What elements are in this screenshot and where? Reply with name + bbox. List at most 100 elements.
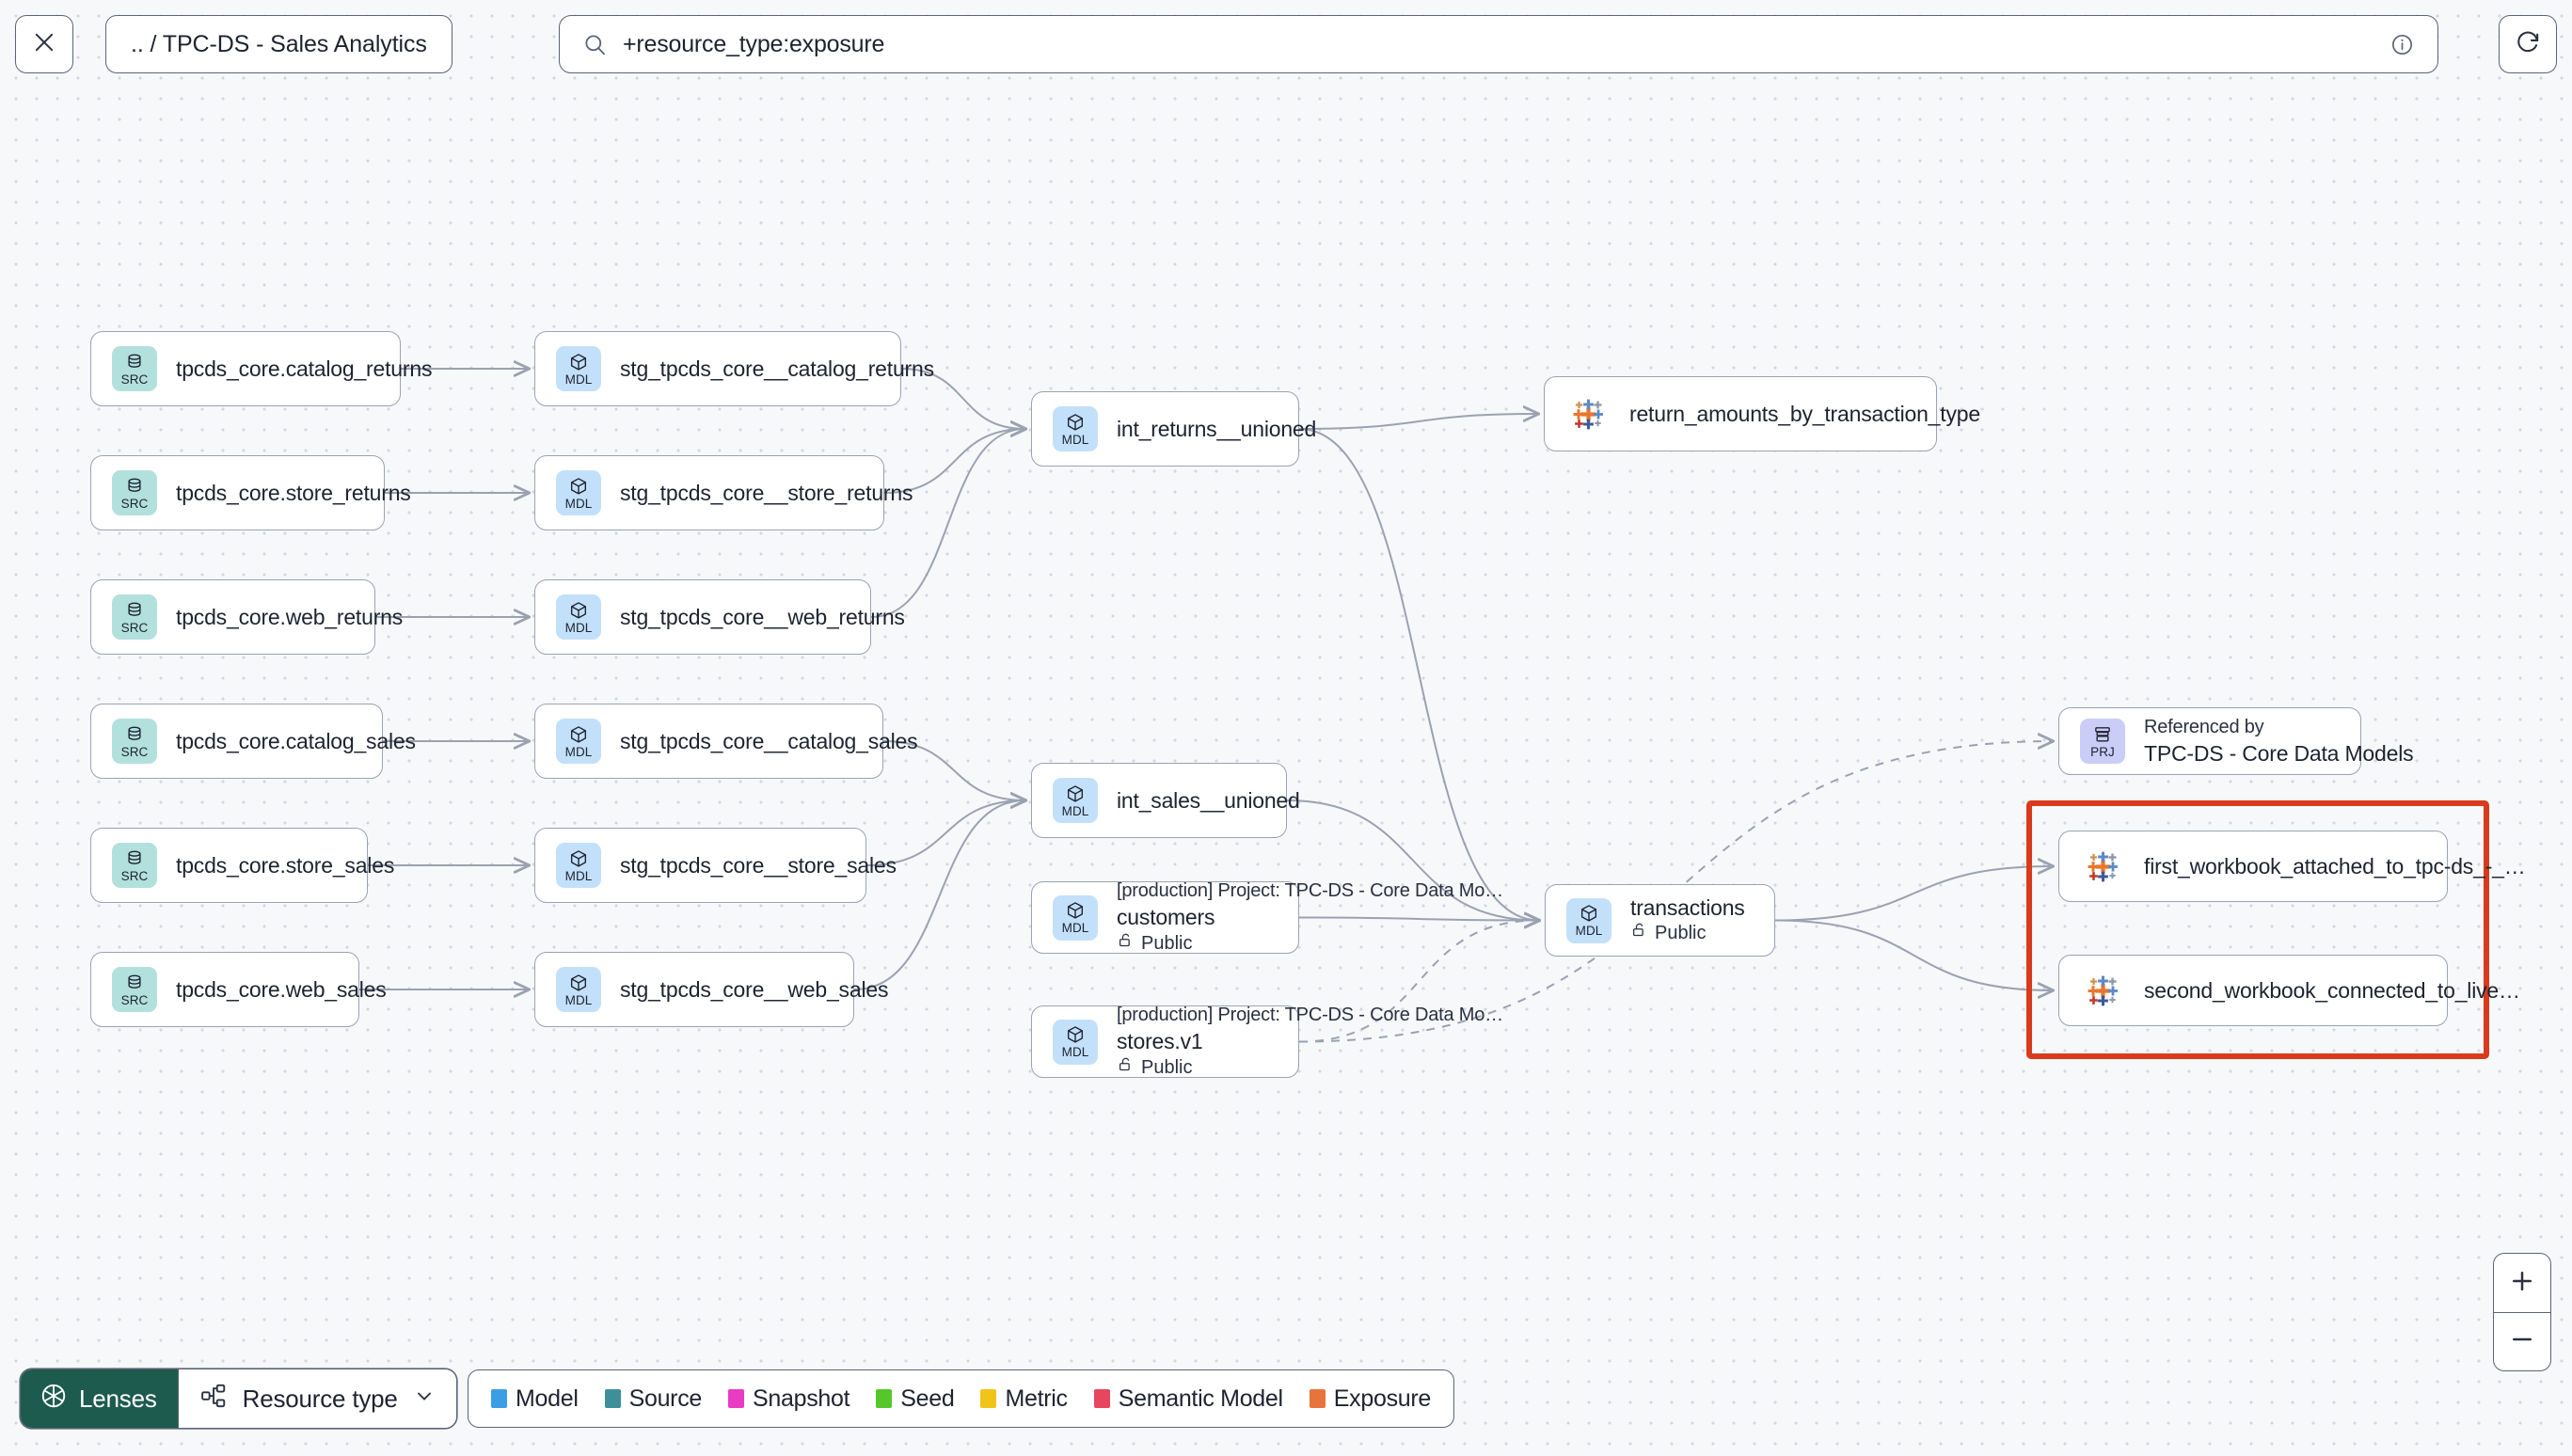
graph-node-second_workbook[interactable]: second_workbook_connected_to_live… bbox=[2058, 955, 2520, 1026]
graph-node-stg_web_sales[interactable]: MDL stg_tpcds_core__web_sales bbox=[534, 952, 888, 1027]
graph-node-src_catalog_sales[interactable]: SRC tpcds_core.catalog_sales bbox=[90, 704, 416, 779]
node-title: stg_tpcds_core__web_returns bbox=[620, 604, 905, 629]
badge-label: MDL bbox=[564, 620, 593, 635]
info-icon[interactable] bbox=[2389, 32, 2415, 57]
node-body: stg_tpcds_core__store_sales bbox=[620, 852, 897, 879]
legend-item-exposure[interactable]: Exposure bbox=[1309, 1385, 1432, 1413]
breadcrumb[interactable]: .. / TPC-DS - Sales Analytics bbox=[105, 15, 452, 73]
graph-node-stg_store_returns[interactable]: MDL stg_tpcds_core__store_returns bbox=[534, 455, 913, 530]
legend-label: Semantic Model bbox=[1118, 1385, 1283, 1412]
top-toolbar: .. / TPC-DS - Sales Analytics +resource_… bbox=[0, 0, 2572, 108]
source-badge: SRC bbox=[112, 719, 157, 764]
nodes-icon bbox=[199, 1382, 228, 1416]
legend-item-seed[interactable]: Seed bbox=[876, 1385, 955, 1413]
legend-swatch bbox=[876, 1389, 893, 1408]
model-badge: MDL bbox=[1053, 894, 1098, 941]
badge-label: MDL bbox=[564, 868, 593, 883]
model-badge: MDL bbox=[556, 843, 601, 888]
chevron-down-icon bbox=[413, 1385, 436, 1414]
badge-label: MDL bbox=[1061, 803, 1089, 818]
node-title: stg_tpcds_core__store_returns bbox=[620, 480, 913, 505]
legend-item-metric[interactable]: Metric bbox=[980, 1385, 1068, 1413]
legend-item-semantic-model[interactable]: Semantic Model bbox=[1093, 1385, 1283, 1413]
badge-label: SRC bbox=[120, 372, 149, 387]
edge-int_returns_unioned-to-return_amounts bbox=[1298, 414, 1538, 430]
badge-label: MDL bbox=[1061, 432, 1089, 447]
node-visibility: Public bbox=[1117, 1055, 1278, 1081]
minus-icon bbox=[2508, 1325, 2536, 1358]
node-body: tpcds_core.web_returns bbox=[176, 604, 403, 631]
graph-node-int_returns_unioned[interactable]: MDL int_returns__unioned bbox=[1031, 391, 1317, 467]
legend-label: Snapshot bbox=[753, 1385, 850, 1412]
model-badge: MDL bbox=[556, 594, 601, 640]
node-title: tpcds_core.web_sales bbox=[176, 976, 387, 1002]
zoom-out-button[interactable] bbox=[2494, 1312, 2550, 1370]
legend-label: Source bbox=[628, 1385, 703, 1412]
resource-type-dropdown[interactable]: Resource type bbox=[177, 1369, 456, 1428]
node-title: tpcds_core.store_returns bbox=[176, 480, 411, 505]
node-body: tpcds_core.catalog_returns bbox=[176, 356, 432, 383]
legend-swatch bbox=[980, 1389, 997, 1408]
legend-label: Exposure bbox=[1333, 1385, 1432, 1412]
lenses-button[interactable]: Lenses bbox=[21, 1369, 178, 1428]
plus-icon bbox=[2508, 1267, 2536, 1300]
node-title: int_returns__unioned bbox=[1117, 416, 1317, 441]
legend-swatch bbox=[604, 1389, 621, 1408]
legend-item-model[interactable]: Model bbox=[491, 1385, 579, 1413]
unlock-icon bbox=[1117, 931, 1135, 957]
graph-node-stg_web_returns[interactable]: MDL stg_tpcds_core__web_returns bbox=[534, 579, 905, 655]
node-body: stg_tpcds_core__web_returns bbox=[620, 604, 905, 631]
edge-stg_store_sales-to-int_sales_unioned bbox=[865, 800, 1025, 866]
legend-item-source[interactable]: Source bbox=[604, 1385, 703, 1413]
legend-swatch bbox=[1093, 1389, 1110, 1408]
node-body: stg_tpcds_core__web_sales bbox=[620, 976, 888, 1004]
database-icon bbox=[124, 848, 145, 869]
zoom-controls bbox=[2493, 1253, 2551, 1371]
node-subtitle: [production] Project: TPC-DS - Core Data… bbox=[1117, 880, 1503, 902]
graph-node-return_amounts[interactable]: return_amounts_by_transaction_type bbox=[1544, 376, 1980, 451]
badge-label: SRC bbox=[120, 744, 149, 759]
edge-int_returns_unioned-to-transactions bbox=[1298, 428, 1539, 921]
search-icon bbox=[582, 32, 608, 57]
node-title: tpcds_core.catalog_sales bbox=[176, 728, 416, 753]
zoom-in-button[interactable] bbox=[2494, 1254, 2550, 1312]
graph-node-customers[interactable]: MDL [production] Project: TPC-DS - Core D… bbox=[1031, 880, 1503, 957]
source-badge: SRC bbox=[112, 967, 157, 1012]
badge-label: MDL bbox=[564, 496, 593, 511]
search-input[interactable]: +resource_type:exposure bbox=[623, 30, 885, 57]
search-bar[interactable]: +resource_type:exposure bbox=[559, 15, 2438, 73]
graph-node-src_catalog_returns[interactable]: SRC tpcds_core.catalog_returns bbox=[90, 331, 432, 406]
graph-node-stores_v1[interactable]: MDL[production] Project: TPC-DS - Core D… bbox=[1031, 1005, 1503, 1081]
source-badge: SRC bbox=[112, 346, 157, 391]
graph-node-src_web_sales[interactable]: SRC tpcds_core.web_sales bbox=[90, 952, 387, 1027]
cube-icon bbox=[568, 724, 589, 745]
visibility-label: Public bbox=[1141, 932, 1193, 954]
node-title: return_amounts_by_transaction_type bbox=[1629, 401, 1980, 426]
lenses-label: Lenses bbox=[79, 1384, 157, 1413]
archive-icon bbox=[2092, 724, 2113, 745]
node-body: tpcds_core.store_returns bbox=[176, 480, 411, 507]
legend-item-snapshot[interactable]: Snapshot bbox=[728, 1385, 850, 1413]
graph-node-stg_store_sales[interactable]: MDL stg_tpcds_core__store_sales bbox=[534, 828, 897, 903]
tableau-exposure-icon bbox=[2080, 968, 2125, 1013]
graph-node-first_workbook[interactable]: first_workbook_attached_to_tpc-ds_-_… bbox=[2058, 831, 2526, 902]
refresh-button[interactable] bbox=[2499, 15, 2557, 73]
visibility-label: Public bbox=[1655, 923, 1707, 944]
badge-label: SRC bbox=[120, 868, 149, 883]
cube-icon bbox=[1065, 900, 1086, 921]
close-button[interactable] bbox=[15, 15, 73, 73]
tableau-exposure-icon bbox=[2080, 844, 2125, 889]
cube-icon bbox=[1579, 903, 1599, 924]
unlock-icon bbox=[1630, 921, 1648, 946]
model-badge: MDL bbox=[556, 967, 601, 1012]
